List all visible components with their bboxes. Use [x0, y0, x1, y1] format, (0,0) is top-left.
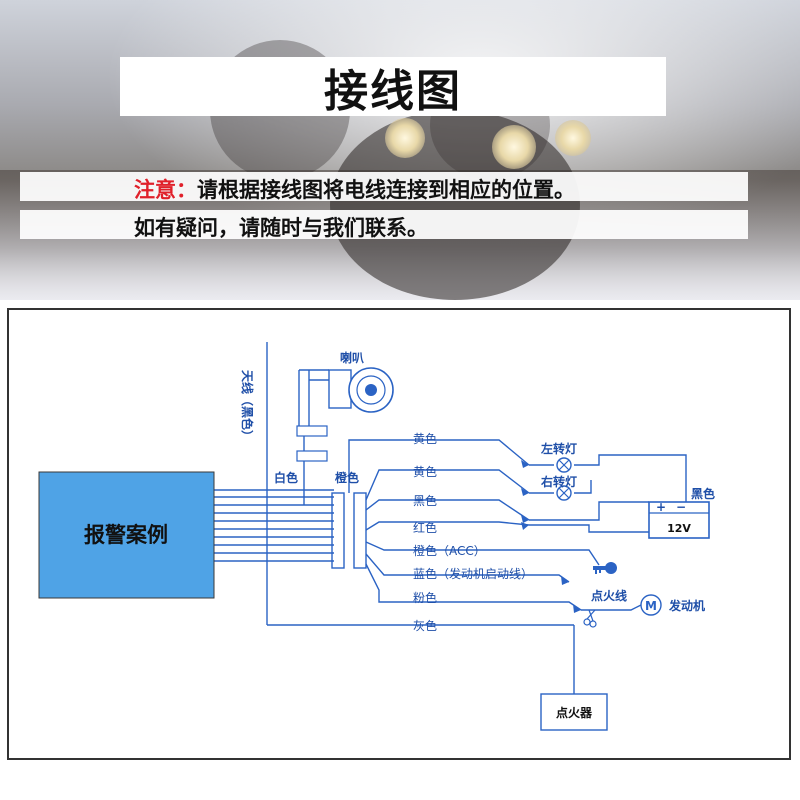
contact-note: 如有疑问，请随时与我们联系。 [134, 216, 428, 240]
igniter-label: 点火器 [556, 705, 593, 720]
alarm-unit-box [38, 471, 215, 599]
wiring-diagram-frame: 报警案例 天线（黑色） 喇叭 白色 橙色 黄色 黄色 黑色 红色 橙色（ACC）… [7, 308, 791, 760]
wire-black-label: 黑色 [413, 494, 437, 508]
engine-label: 发动机 [668, 598, 705, 613]
left-turn-lamp-icon [556, 457, 572, 473]
wire-red-label: 红色 [413, 520, 437, 535]
battery-box [648, 501, 710, 539]
scissors-icon [583, 609, 597, 628]
motorcycle-silhouette [330, 110, 580, 300]
wire-yellow-label: 黄色 [413, 432, 437, 446]
page-title: 接线图 [324, 65, 462, 117]
horn-label: 喇叭 [340, 350, 364, 365]
wire-gray-label: 灰色 [413, 619, 437, 633]
note-line: 注意：请根据接线图将电线连接到相应的位置。 [134, 174, 575, 204]
white-wire-label: 白色 [274, 470, 298, 485]
connector [296, 425, 328, 437]
battery-black-label: 黑色 [691, 486, 715, 501]
wire-yellow-label: 黄色 [413, 465, 437, 479]
hero-banner [0, 0, 800, 300]
headlight [385, 118, 425, 158]
note-label: 注意： [134, 178, 197, 202]
wire-blue-label: 蓝色（发动机启动线） [413, 566, 533, 581]
battery-voltage: 12V [667, 522, 691, 535]
igniter-box [540, 693, 608, 731]
wire-orange-acc-label: 橙色（ACC） [413, 543, 486, 558]
antenna-label: 天线（黑色） [240, 370, 255, 442]
motor-icon [640, 594, 662, 616]
note-text: 请根据接线图将电线连接到相应的位置。 [197, 178, 575, 202]
note-band [20, 172, 748, 201]
title-band: 接线图 [120, 57, 666, 117]
motor-symbol: M [645, 599, 657, 613]
battery-plus: + [656, 500, 666, 514]
ignition-wire-label: 点火线 [591, 588, 627, 603]
connector [296, 450, 328, 462]
alarm-unit-label: 报警案例 [84, 523, 168, 547]
wiring-diagram: 报警案例 天线（黑色） 喇叭 白色 橙色 黄色 黄色 黑色 红色 橙色（ACC）… [38, 342, 715, 731]
wire-pink-label: 粉色 [413, 591, 437, 605]
key-icon [593, 562, 617, 574]
headlight [492, 125, 536, 169]
note-band [20, 210, 748, 239]
horn-icon [328, 367, 394, 413]
headlight [555, 120, 591, 156]
orange-bundle-label: 橙色 [335, 470, 359, 485]
left-turn-label: 左转灯 [540, 441, 577, 456]
battery-minus: − [676, 500, 686, 514]
right-turn-label: 右转灯 [540, 474, 577, 489]
right-turn-lamp-icon [556, 485, 572, 501]
